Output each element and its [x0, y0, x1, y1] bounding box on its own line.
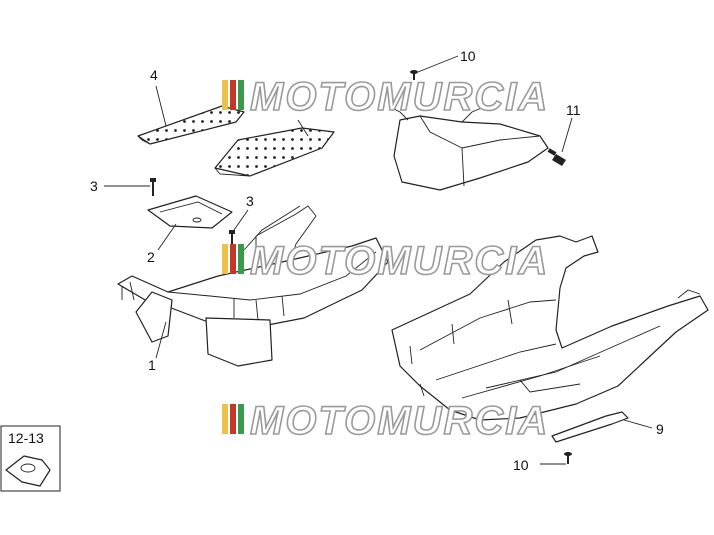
callout-4: 4 [150, 67, 158, 83]
callout-2: 2 [147, 249, 155, 265]
callout-9: 9 [656, 421, 664, 437]
bracket-thumbnail [5, 455, 51, 487]
watermark-text: MOTOMURCIA [250, 75, 549, 119]
footrest-mat-right [214, 127, 335, 177]
lower-side-panel [391, 235, 709, 421]
callout-10-bottom: 10 [513, 457, 529, 473]
footrest-mat-left [137, 105, 245, 145]
watermark-text: MOTOMURCIA [250, 239, 549, 283]
watermark-3: MOTOMURCIA [222, 398, 549, 444]
reference-box-label: 12-13 [8, 430, 44, 446]
callout-3-right: 3 [246, 193, 254, 209]
floor-frame [117, 205, 389, 367]
screw-3-right [229, 230, 235, 246]
callout-3-left: 3 [90, 178, 98, 194]
cover-plate [147, 195, 233, 229]
screw-10-bottom [564, 452, 572, 464]
screw-3-left [150, 178, 156, 196]
callout-10-top: 10 [460, 48, 476, 64]
reference-box: 12-13 [0, 425, 61, 492]
leader-lines [104, 55, 653, 465]
screw-10-top [410, 70, 418, 80]
callout-1: 1 [148, 357, 156, 373]
screw-11 [547, 148, 566, 166]
front-upper-cover [391, 105, 549, 191]
callout-11: 11 [566, 102, 581, 118]
watermark-2: MOTOMURCIA [222, 238, 549, 284]
watermark-1: MOTOMURCIA [222, 74, 549, 120]
watermark-text: MOTOMURCIA [250, 399, 549, 443]
trim-strip [551, 411, 629, 443]
